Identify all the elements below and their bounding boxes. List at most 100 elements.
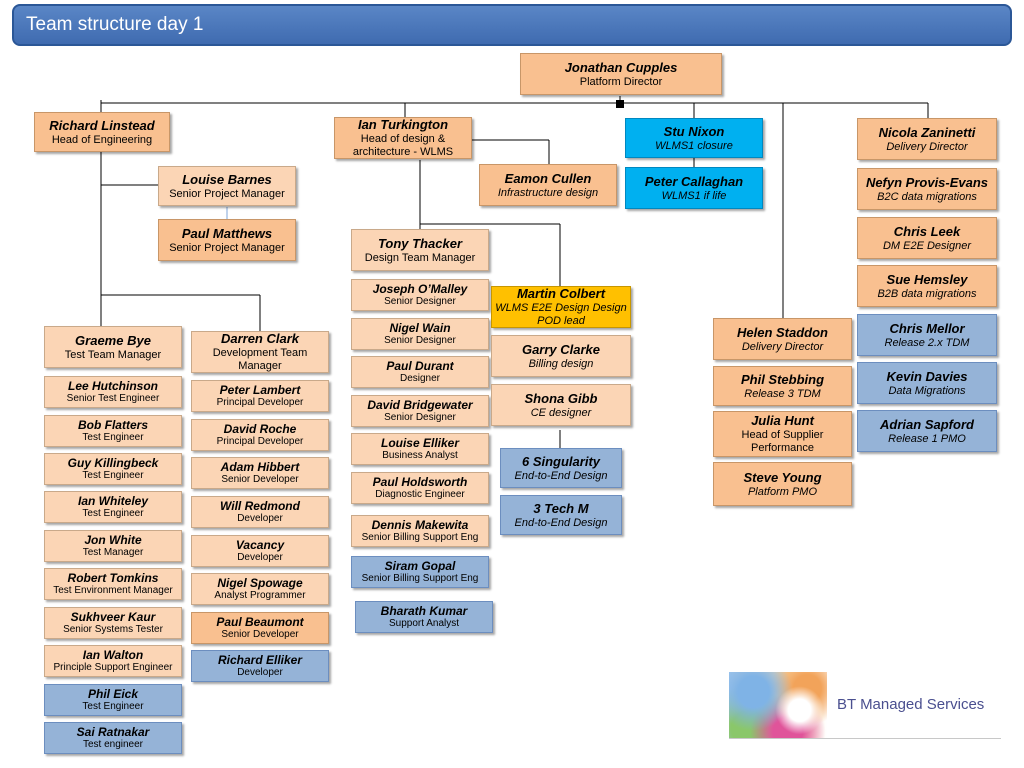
person-role: End-to-End Design	[514, 516, 608, 529]
person-name: Will Redmond	[220, 499, 300, 513]
person-role: Developer	[237, 513, 283, 524]
person-role: Delivery Director	[886, 140, 968, 153]
person-name: Darren Clark	[220, 331, 300, 346]
person-name: Guy Killingbeck	[67, 456, 159, 470]
person-name: Nigel Wain	[389, 321, 451, 335]
person-role: Senior Developer	[221, 474, 299, 485]
person-role: Senior Project Manager	[169, 241, 285, 254]
person-role: B2C data migrations	[877, 190, 977, 203]
person-name: Paul Beaumont	[216, 615, 304, 629]
person-name: Richard Elliker	[217, 653, 303, 667]
person-role: Principal Developer	[216, 436, 304, 447]
person-name: Adam Hibbert	[220, 460, 300, 474]
bt-logo: BT Managed Services	[729, 672, 1001, 739]
person-role: Billing design	[528, 357, 594, 370]
person-name: Dennis Makewita	[371, 518, 469, 532]
person-role: WLMS E2E Design Design POD lead	[495, 302, 627, 327]
person-name: 6 Singularity	[521, 453, 601, 469]
person-role: DM E2E Designer	[882, 239, 972, 252]
person-role: Development Team Manager	[212, 347, 308, 372]
person-name: Ian Walton	[82, 648, 144, 662]
person-role: Platform PMO	[747, 485, 818, 498]
person-role: Senior Developer	[221, 629, 299, 640]
person-name: Sukhveer Kaur	[70, 610, 156, 624]
person-role: Senior Designer	[384, 296, 456, 307]
person-name: Chris Mellor	[889, 320, 965, 336]
person-name: Helen Staddon	[736, 324, 828, 340]
person-name: Vacancy	[235, 538, 285, 552]
person-name: Louise Elliker	[380, 436, 460, 450]
person-role: Head of Supplier Performance	[741, 429, 824, 454]
person-name: Ian Turkington	[357, 117, 449, 132]
person-role: Test Engineer	[82, 432, 144, 443]
person-role: Principal Developer	[216, 397, 304, 408]
person-role: Designer	[399, 373, 441, 384]
person-role: Test Environment Manager	[53, 585, 173, 596]
person-role: Test Engineer	[82, 508, 144, 519]
person-name: Bob Flatters	[77, 418, 148, 432]
person-role: Business Analyst	[382, 450, 458, 461]
person-role: Platform Director	[579, 75, 663, 88]
person-role: Release 3 TDM	[744, 387, 821, 400]
person-name: Chris Leek	[893, 223, 961, 239]
person-name: Peter Lambert	[219, 383, 301, 397]
person-role: Developer	[237, 552, 283, 563]
bt-logo-mark-icon	[729, 672, 827, 738]
person-role: CE designer	[530, 406, 592, 419]
person-name: Phil Stebbing	[740, 371, 825, 387]
person-name: 3 Tech M	[533, 500, 589, 516]
person-name: Kevin Davies	[886, 368, 968, 384]
person-name: Joseph O’Malley	[372, 282, 468, 296]
person-role: Senior Project Manager	[169, 187, 285, 200]
person-name: Graeme Bye	[75, 332, 151, 348]
logo-text: BT Managed Services	[837, 696, 985, 713]
person-name: Ian Whiteley	[77, 494, 148, 508]
person-role: WLMS1 if life	[661, 189, 727, 202]
person-name: Paul Matthews	[181, 225, 273, 241]
person-role: Delivery Director	[741, 340, 824, 353]
person-role: Analyst Programmer	[214, 590, 306, 601]
person-role: Senior Designer	[384, 412, 456, 423]
person-name: Robert Tomkins	[67, 571, 159, 585]
person-role: Test engineer	[82, 739, 144, 750]
person-name: Richard Linstead	[49, 117, 155, 133]
person-role: Principle Support Engineer	[53, 662, 173, 673]
person-name: Shona Gibb	[524, 390, 598, 406]
person-name: Garry Clarke	[521, 341, 601, 357]
person-name: Sai Ratnakar	[76, 725, 150, 739]
connector-node	[616, 100, 624, 108]
person-role: Developer	[237, 667, 283, 678]
